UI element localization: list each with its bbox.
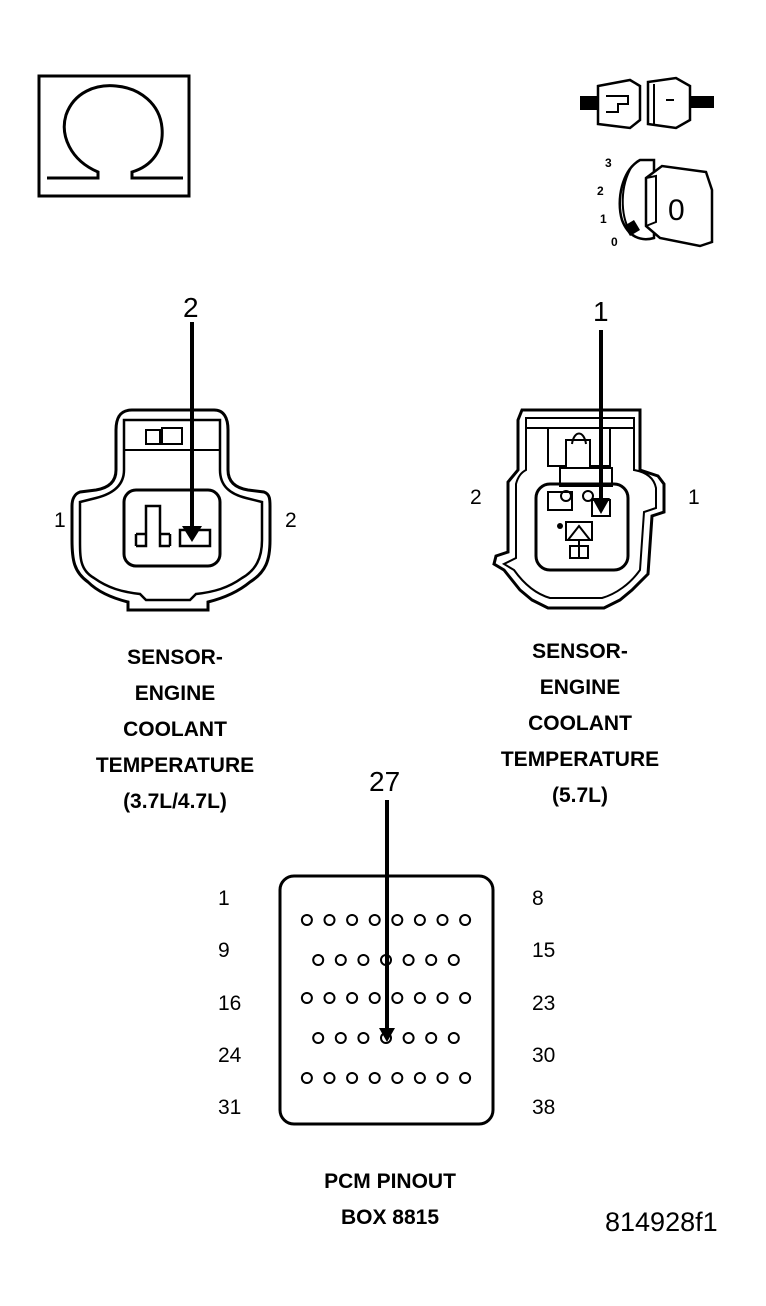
pcm-arrowhead xyxy=(379,1028,395,1042)
ignition-key-icon xyxy=(618,158,714,248)
pcm-row-end-3: 23 xyxy=(532,992,556,1015)
pcm-pin-10 xyxy=(334,954,347,966)
pcm-pin-24 xyxy=(312,1032,325,1044)
pcm-pin-16 xyxy=(300,992,313,1004)
pcm-pin-21 xyxy=(413,992,426,1004)
figure-id: 814928f1 xyxy=(605,1207,718,1237)
pcm-pin-13 xyxy=(402,954,415,966)
pcm-pin-26 xyxy=(357,1032,370,1044)
pcm-pin-14 xyxy=(425,954,438,966)
pcm-pin-9 xyxy=(312,954,325,966)
sensor-37-pin-right: 2 xyxy=(285,509,297,532)
caption-line: COOLANT xyxy=(528,712,632,735)
key-position-3: 3 xyxy=(605,156,612,170)
pcm-row-start-3: 16 xyxy=(218,992,242,1015)
pcm-pin-20 xyxy=(391,992,404,1004)
key-state-label: 0 xyxy=(668,194,685,227)
key-position-2: 2 xyxy=(597,184,604,198)
pcm-row-start-1: 1 xyxy=(218,887,230,910)
sensor-57-connector xyxy=(492,408,666,610)
pcm-row-start-2: 9 xyxy=(218,939,230,962)
sensor-37-connector xyxy=(70,408,272,612)
pcm-pin-32 xyxy=(323,1072,336,1084)
caption-line: BOX 8815 xyxy=(340,1206,440,1229)
key-position-0: 0 xyxy=(611,235,618,249)
sensor-57-pin-right: 1 xyxy=(688,486,700,509)
pcm-pin-34 xyxy=(368,1072,381,1084)
pcm-pin-35 xyxy=(391,1072,404,1084)
caption-line: TEMPERATURE xyxy=(500,748,660,771)
pcm-pin-25 xyxy=(334,1032,347,1044)
caption-line: (3.7L/4.7L) xyxy=(123,790,227,813)
sensor-57-arrowhead xyxy=(592,498,610,514)
caption-line: ENGINE xyxy=(134,682,216,705)
sensor-57-caption: SENSOR- ENGINE COOLANT TEMPERATURE (5.7L… xyxy=(480,634,680,814)
pcm-pin-5 xyxy=(391,914,404,926)
disconnected-connector-icon xyxy=(580,76,714,130)
sensor-37-callout: 2 xyxy=(183,292,199,323)
pcm-pin-1 xyxy=(300,914,313,926)
pcm-pin-30 xyxy=(447,1032,460,1044)
pcm-callout: 27 xyxy=(369,766,401,797)
sensor-57-callout: 1 xyxy=(593,296,609,327)
caption-line: TEMPERATURE xyxy=(95,754,255,777)
pcm-pin-33 xyxy=(346,1072,359,1084)
pcm-pin-19 xyxy=(368,992,381,1004)
pcm-row-start-5: 31 xyxy=(218,1096,242,1119)
pcm-pin-7 xyxy=(436,914,449,926)
caption-line: SENSOR- xyxy=(532,640,628,663)
caption-line: SENSOR- xyxy=(127,646,223,669)
ohm-meter-icon xyxy=(37,74,191,198)
pcm-row-end-2: 15 xyxy=(532,939,556,962)
pcm-pin-37 xyxy=(436,1072,449,1084)
pcm-row-end-4: 30 xyxy=(532,1044,556,1067)
pcm-pin-6 xyxy=(413,914,426,926)
pcm-pin-17 xyxy=(323,992,336,1004)
sensor-37-caption: SENSOR- ENGINE COOLANT TEMPERATURE (3.7L… xyxy=(75,640,275,820)
pcm-row-end-5: 38 xyxy=(532,1096,556,1119)
pcm-pin-11 xyxy=(357,954,370,966)
pcm-pin-28 xyxy=(402,1032,415,1044)
sensor-37-arrowhead xyxy=(182,526,202,542)
pcm-pin-15 xyxy=(447,954,460,966)
pcm-pin-31 xyxy=(300,1072,313,1084)
pcm-pin-8 xyxy=(459,914,472,926)
sensor-37-pin-left: 1 xyxy=(54,509,66,532)
pcm-pin-3 xyxy=(346,914,359,926)
pcm-row-end-1: 8 xyxy=(532,887,544,910)
sensor-57-pin-left: 2 xyxy=(470,486,482,509)
pcm-pin-36 xyxy=(413,1072,426,1084)
caption-line: PCM PINOUT xyxy=(324,1170,456,1193)
pcm-pin-18 xyxy=(346,992,359,1004)
caption-line: ENGINE xyxy=(539,676,621,699)
pcm-pin-22 xyxy=(436,992,449,1004)
caption-line: COOLANT xyxy=(123,718,227,741)
key-position-1: 1 xyxy=(600,212,607,226)
pcm-pin-23 xyxy=(459,992,472,1004)
pcm-pin-38 xyxy=(459,1072,472,1084)
caption-line: (5.7L) xyxy=(551,784,608,807)
pcm-pin-2 xyxy=(323,914,336,926)
pcm-pin-29 xyxy=(425,1032,438,1044)
pcm-row-start-4: 24 xyxy=(218,1044,242,1067)
pcm-caption: PCM PINOUT BOX 8815 xyxy=(280,1164,500,1236)
pcm-pin-4 xyxy=(368,914,381,926)
